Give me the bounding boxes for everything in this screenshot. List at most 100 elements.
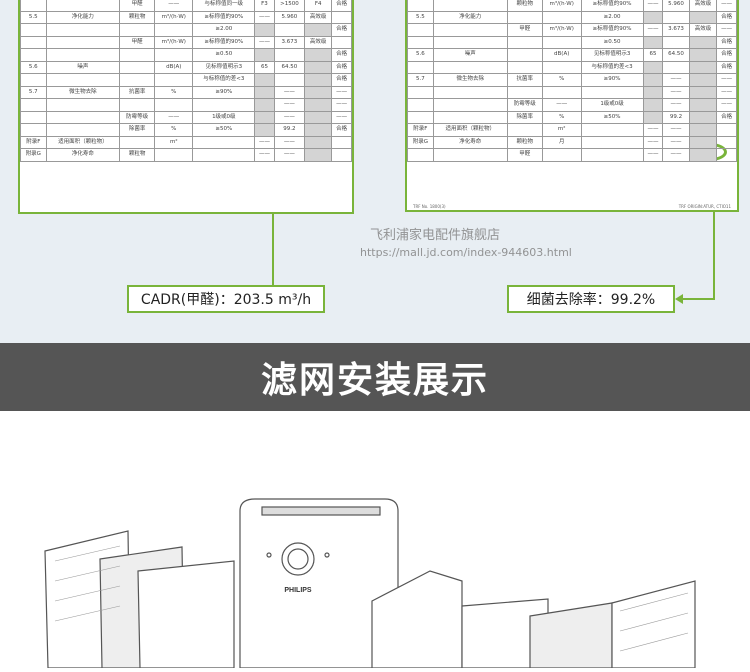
table-cell — [20, 35, 47, 49]
table-cell: —— — [716, 73, 737, 87]
table-cell: F3 — [254, 0, 275, 12]
table-cell: 抗菌率 — [506, 73, 543, 87]
table-cell: 3.673 — [662, 23, 690, 37]
table-cell — [304, 48, 333, 62]
table-cell: 合格 — [716, 60, 737, 74]
table-cell — [688, 110, 718, 124]
table-cell: ≥标称值的90% — [580, 23, 644, 37]
table-cell — [304, 135, 333, 149]
table-cell: m³/(h·W) — [154, 10, 194, 24]
table-cell: ≥标称值的90% — [580, 0, 644, 12]
table-cell: 合格 — [331, 73, 352, 87]
table-cell: 高效级 — [688, 0, 718, 12]
table-cell: 噪声 — [45, 60, 121, 74]
table-cell: 附录F — [407, 123, 434, 137]
table-cell: —— — [716, 98, 737, 112]
table-cell: dB(A) — [154, 60, 194, 74]
table-cell: ≥50% — [192, 123, 256, 137]
report-footer-left: TRF No. 1800(3) — [413, 204, 446, 209]
watermark-url: https://mall.jd.com/index-944603.html — [360, 246, 572, 259]
table-cell — [119, 23, 156, 37]
table-cell — [45, 48, 121, 62]
table-cell — [154, 73, 194, 87]
table-cell: —— — [642, 148, 664, 162]
table-cell: 微生物去除 — [432, 73, 508, 87]
table-cell: —— — [254, 10, 275, 24]
table-cell: ≥90% — [580, 73, 644, 87]
table-cell: ≥0.50 — [192, 48, 256, 62]
table-cell — [254, 123, 275, 137]
table-cell — [688, 148, 718, 162]
table-cell: 防霉等级 — [119, 110, 156, 124]
table-cell — [580, 135, 644, 149]
table-cell — [304, 60, 333, 74]
table-cell: 净化能力 — [45, 10, 121, 24]
table-cell: —— — [662, 148, 690, 162]
table-cell: —— — [254, 35, 275, 49]
table-cell — [688, 98, 718, 112]
table-cell: 月 — [541, 135, 582, 149]
table-cell — [20, 73, 47, 87]
table-cell — [432, 60, 508, 74]
table-cell: 高效级 — [304, 10, 333, 24]
table-cell — [254, 98, 275, 112]
table-cell — [304, 148, 333, 162]
table-cell — [432, 35, 508, 49]
table-cell — [642, 85, 664, 99]
table-cell: —— — [642, 0, 664, 12]
table-cell — [432, 148, 508, 162]
table-cell: dB(A) — [541, 48, 582, 62]
table-cell — [331, 135, 352, 149]
table-cell: —— — [331, 98, 352, 112]
table-cell: —— — [254, 135, 275, 149]
table-cell — [688, 35, 718, 49]
brand-label: PHILIPS — [284, 587, 312, 594]
table-cell — [642, 73, 664, 87]
table-cell: 5.7 — [407, 73, 434, 87]
table-cell: 5.6 — [407, 48, 434, 62]
table-cell — [407, 0, 434, 12]
table-cell — [45, 98, 121, 112]
table-cell — [20, 123, 47, 137]
table-cell: 99.2 — [662, 110, 690, 124]
table-cell — [506, 10, 543, 24]
table-cell — [273, 73, 306, 87]
table-cell — [304, 98, 333, 112]
hepa-filter — [137, 560, 235, 669]
banner-title: 滤网安装展示 — [260, 360, 489, 401]
table-cell: 见标称值明示3 — [192, 60, 256, 74]
table-cell — [119, 98, 156, 112]
table-cell — [432, 110, 508, 124]
table-cell: 净化寿命 — [45, 148, 121, 162]
table-cell: —— — [331, 110, 352, 124]
table-cell — [506, 123, 543, 137]
table-cell: 净化寿命 — [432, 135, 508, 149]
bacteria-callout: 细菌去除率：99.2% — [507, 285, 675, 313]
table-cell — [119, 73, 156, 87]
table-cell — [580, 148, 644, 162]
table-cell — [662, 60, 690, 74]
table-cell — [642, 35, 664, 49]
table-cell: —— — [273, 110, 306, 124]
table-cell: 微生物去除 — [45, 85, 121, 99]
table-cell: 甲醛 — [119, 0, 156, 12]
table-cell — [688, 73, 718, 87]
table-cell — [154, 48, 194, 62]
table-cell: 合格 — [331, 48, 352, 62]
table-cell: F4 — [304, 0, 333, 12]
table-cell — [20, 48, 47, 62]
table-cell: ≥标称值的90% — [192, 35, 256, 49]
table-cell — [20, 110, 47, 124]
table-cell: 合格 — [716, 48, 737, 62]
table-cell — [254, 73, 275, 87]
table-cell: 甲醛 — [506, 23, 543, 37]
